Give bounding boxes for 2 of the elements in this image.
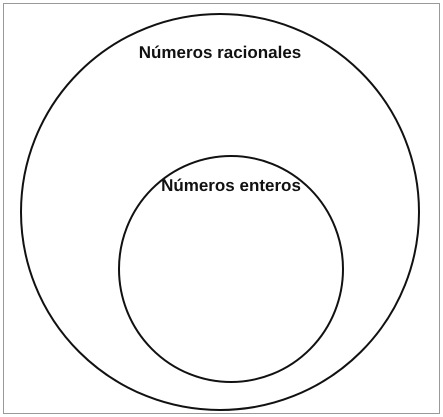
set-label: Números enteros: [160, 176, 302, 196]
set-label: Números racionales: [138, 43, 302, 63]
